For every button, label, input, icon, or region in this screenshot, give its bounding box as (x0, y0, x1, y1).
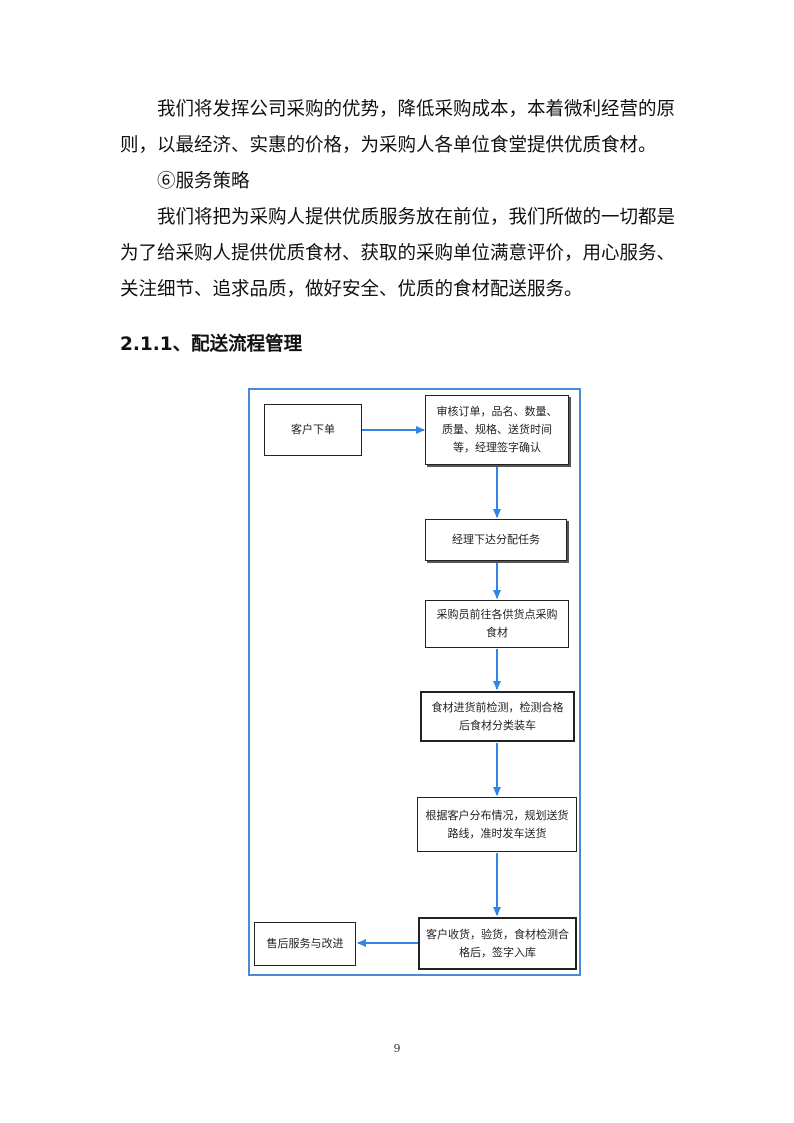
paragraph-service-strategy: 我们将把为采购人提供优质服务放在前位，我们所做的一切都是 为了给采购人提供优质食… (120, 200, 680, 308)
flow-step-receive: 客户收货，验货，食材检测合格后，签字入库 (418, 917, 577, 970)
paragraph-line: 关注细节、追求品质，做好安全、优质的食材配送服务。 (120, 279, 583, 300)
paragraph-line: 我们将发挥公司采购的优势，降低采购成本，本着微利经营的原 (157, 99, 676, 120)
flowchart-frame (248, 388, 581, 976)
paragraph-line: 则，以最经济、实惠的价格，为采购人各单位食堂提供优质食材。 (120, 135, 657, 156)
paragraph-line: ⑥服务策略 (157, 171, 250, 192)
page-number: 9 (393, 1042, 401, 1055)
paragraph-line: 我们将把为采购人提供优质服务放在前位，我们所做的一切都是 (157, 207, 676, 228)
flow-step-route: 根据客户分布情况，规划送货路线，准时发车送货 (417, 797, 577, 852)
flow-step-assign: 经理下达分配任务 (425, 519, 567, 561)
flow-step-order: 客户下单 (264, 404, 362, 456)
paragraph-line: 为了给采购人提供优质食材、获取的采购单位满意评价，用心服务、 (120, 243, 676, 264)
flow-step-inspection: 食材进货前检测，检测合格后食材分类装车 (420, 691, 575, 742)
section-heading: 2.1.1、配送流程管理 (120, 334, 303, 355)
paragraph-service-heading: ⑥服务策略 (120, 164, 680, 200)
paragraph-pricing: 我们将发挥公司采购的优势，降低采购成本，本着微利经营的原 则，以最经济、实惠的价… (120, 92, 680, 164)
flow-step-review: 审核订单，品名、数量、质量、规格、送货时间等，经理签字确认 (425, 395, 569, 465)
flow-step-after-sales: 售后服务与改进 (254, 922, 356, 966)
flow-step-purchase: 采购员前往各供货点采购食材 (425, 600, 569, 648)
